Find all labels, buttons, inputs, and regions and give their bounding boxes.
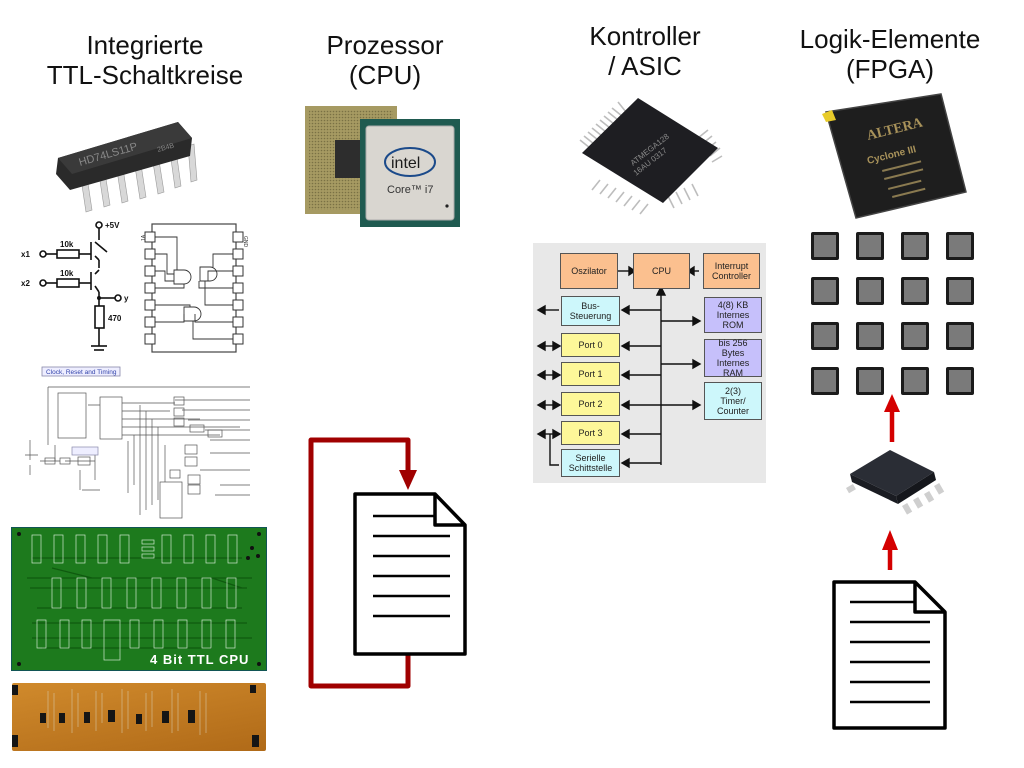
logic-element [856, 232, 884, 260]
resistor-1-label: 10k [60, 240, 74, 249]
output-y-label: y [124, 294, 129, 303]
block-diagram-bus-lines [536, 265, 702, 469]
block-port-0: Port 0 [561, 333, 620, 357]
logic-element [901, 232, 929, 260]
supply-label: +5V [105, 221, 120, 230]
loop-arrowhead [399, 470, 417, 490]
pcb-label: 4 Bit TTL CPU [150, 652, 250, 667]
program-document-icon [353, 492, 467, 656]
resistor-3-label: 470 [108, 314, 122, 323]
logic-element [946, 232, 974, 260]
cpu-brand: intel [391, 155, 420, 172]
loop-arrow [308, 437, 411, 689]
transistor-and-gate-circuit: +5V x1 x2 10k 10k 470 y [21, 221, 129, 351]
input-x1-label: x1 [21, 250, 30, 259]
cpu-program-loop-diagram [308, 437, 467, 689]
block-internes-rom: 4(8) KB Internes ROM [704, 297, 762, 333]
cpu-model: Core™ i7 [387, 184, 433, 196]
asic-chip-image: ATMEGA128 16AU 0317 [579, 98, 723, 215]
block-oszilator: Oszilator [560, 253, 618, 289]
block-port-3: Port 3 [561, 421, 620, 445]
cpu-heatspreader [365, 125, 455, 221]
fpga-body [825, 93, 967, 219]
pin-right-1: GND [242, 236, 248, 248]
dip-code: 2B4B [157, 142, 176, 154]
logic-element [811, 367, 839, 395]
block-interrupt-controller: Interrupt Controller [703, 253, 760, 289]
logic-element [946, 277, 974, 305]
block-port-1: Port 1 [561, 362, 620, 386]
fpga-chip-image: ALTERA Cyclone III [822, 93, 967, 219]
input-x2-label: x2 [21, 279, 30, 288]
logic-element [811, 322, 839, 350]
microcontroller-block-diagram: Oszilator CPU Interrupt Controller Bus- … [533, 243, 766, 483]
logic-element [901, 322, 929, 350]
arrow-up-to-chip [882, 530, 898, 570]
block-cpu: CPU [633, 253, 690, 289]
logic-element [901, 367, 929, 395]
resistor-2-label: 10k [60, 269, 74, 278]
logic-element [856, 367, 884, 395]
bitstream-document-icon [832, 580, 947, 730]
schematic-title: Clock, Reset and Timing [46, 369, 117, 376]
logic-element [811, 277, 839, 305]
pcb-layout-image: 4 Bit TTL CPU [11, 527, 267, 671]
logic-element [946, 367, 974, 395]
title-ttl: Integrierte TTL-Schaltkreise [46, 30, 244, 90]
config-eeprom-chip [845, 450, 945, 515]
pin-left-1: 1A [141, 234, 147, 241]
title-cpu: Prozessor (CPU) [326, 30, 444, 90]
dip-chip-image: HD74LS11P 2B4B [56, 122, 198, 213]
title-fpga: Logik-Elemente (FPGA) [799, 24, 981, 84]
logic-element [856, 277, 884, 305]
logic-element [856, 322, 884, 350]
cpu-chip-image: intel Core™ i7 [305, 106, 460, 227]
pcb-traces [17, 532, 261, 666]
clock-reset-timing-schematic: Clock, Reset and Timing [25, 366, 250, 519]
logic-element-grid [809, 230, 989, 395]
logic-ic-pinout: 1A GND [141, 223, 248, 353]
title-asic: Kontroller / ASIC [589, 21, 701, 81]
logic-element [901, 277, 929, 305]
logic-element [946, 322, 974, 350]
block-internes-ram: bis 256 Bytes Internes RAM [704, 338, 762, 378]
block-timer-counter: 2(3) Timer/ Counter [704, 382, 762, 420]
block-port-2: Port 2 [561, 392, 620, 416]
arrow-up-to-grid [884, 394, 900, 442]
asic-body [582, 98, 718, 203]
block-serielle-schnittstelle: Serielle Schittstelle [561, 449, 620, 477]
fpga-config-flow [832, 394, 947, 730]
block-bus-steuerung: Bus- Steuerung [561, 296, 620, 326]
logic-element [811, 232, 839, 260]
etched-board-photo [12, 683, 266, 751]
